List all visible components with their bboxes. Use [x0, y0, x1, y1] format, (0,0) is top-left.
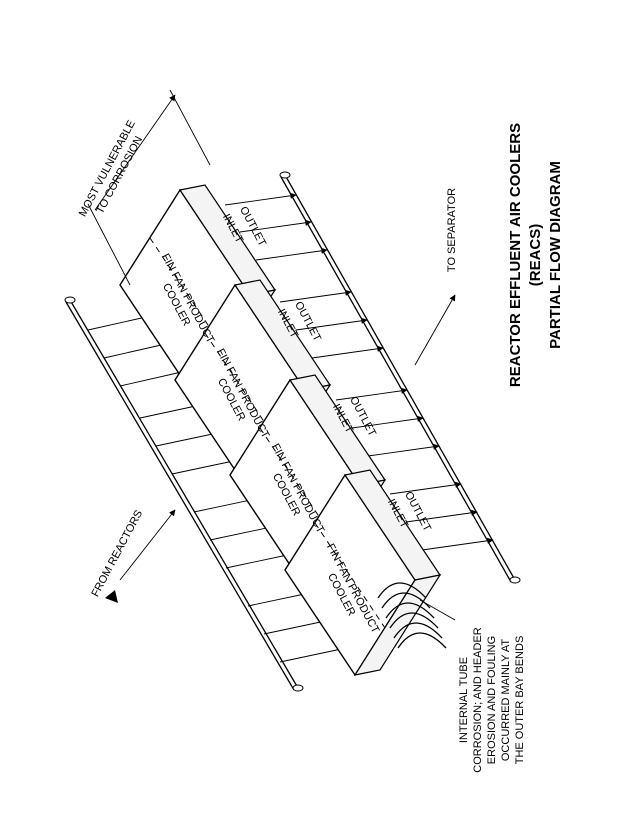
- to-separator-arrow: [414, 294, 456, 366]
- diagram-title: REACTOR EFFLUENT AIR COOLERS (REACS) PAR…: [507, 123, 564, 387]
- corrosion-note: INTERNAL TUBE CORROSION; AND HEADER EROS…: [419, 599, 526, 773]
- note-line-5: THE OUTER BAY BENDS: [514, 636, 526, 765]
- title-line-2: (REACS): [527, 224, 544, 287]
- note-line-1: INTERNAL TUBE: [458, 657, 470, 743]
- from-reactors-label: FROM REACTORS: [89, 508, 145, 599]
- title-line-1: REACTOR EFFLUENT AIR COOLERS: [507, 123, 524, 387]
- note-line-4: OCCURRED MAINLY AT: [500, 639, 512, 762]
- tube-bundle-cutaway: [377, 582, 447, 649]
- note-line-2: CORROSION; AND HEADER: [472, 627, 484, 773]
- note-line-3: EROSION AND FOULING: [486, 636, 498, 764]
- most-vulnerable-marker: [87, 89, 211, 286]
- inlet-header-pipe: [64, 296, 304, 692]
- title-line-3: PARTIAL FLOW DIAGRAM: [547, 161, 564, 349]
- cooler-4: [284, 469, 442, 677]
- to-separator-label: TO SEPARATOR: [446, 188, 458, 272]
- from-reactors-arrow: [105, 509, 176, 603]
- outlet-flow-arrows: [224, 192, 494, 551]
